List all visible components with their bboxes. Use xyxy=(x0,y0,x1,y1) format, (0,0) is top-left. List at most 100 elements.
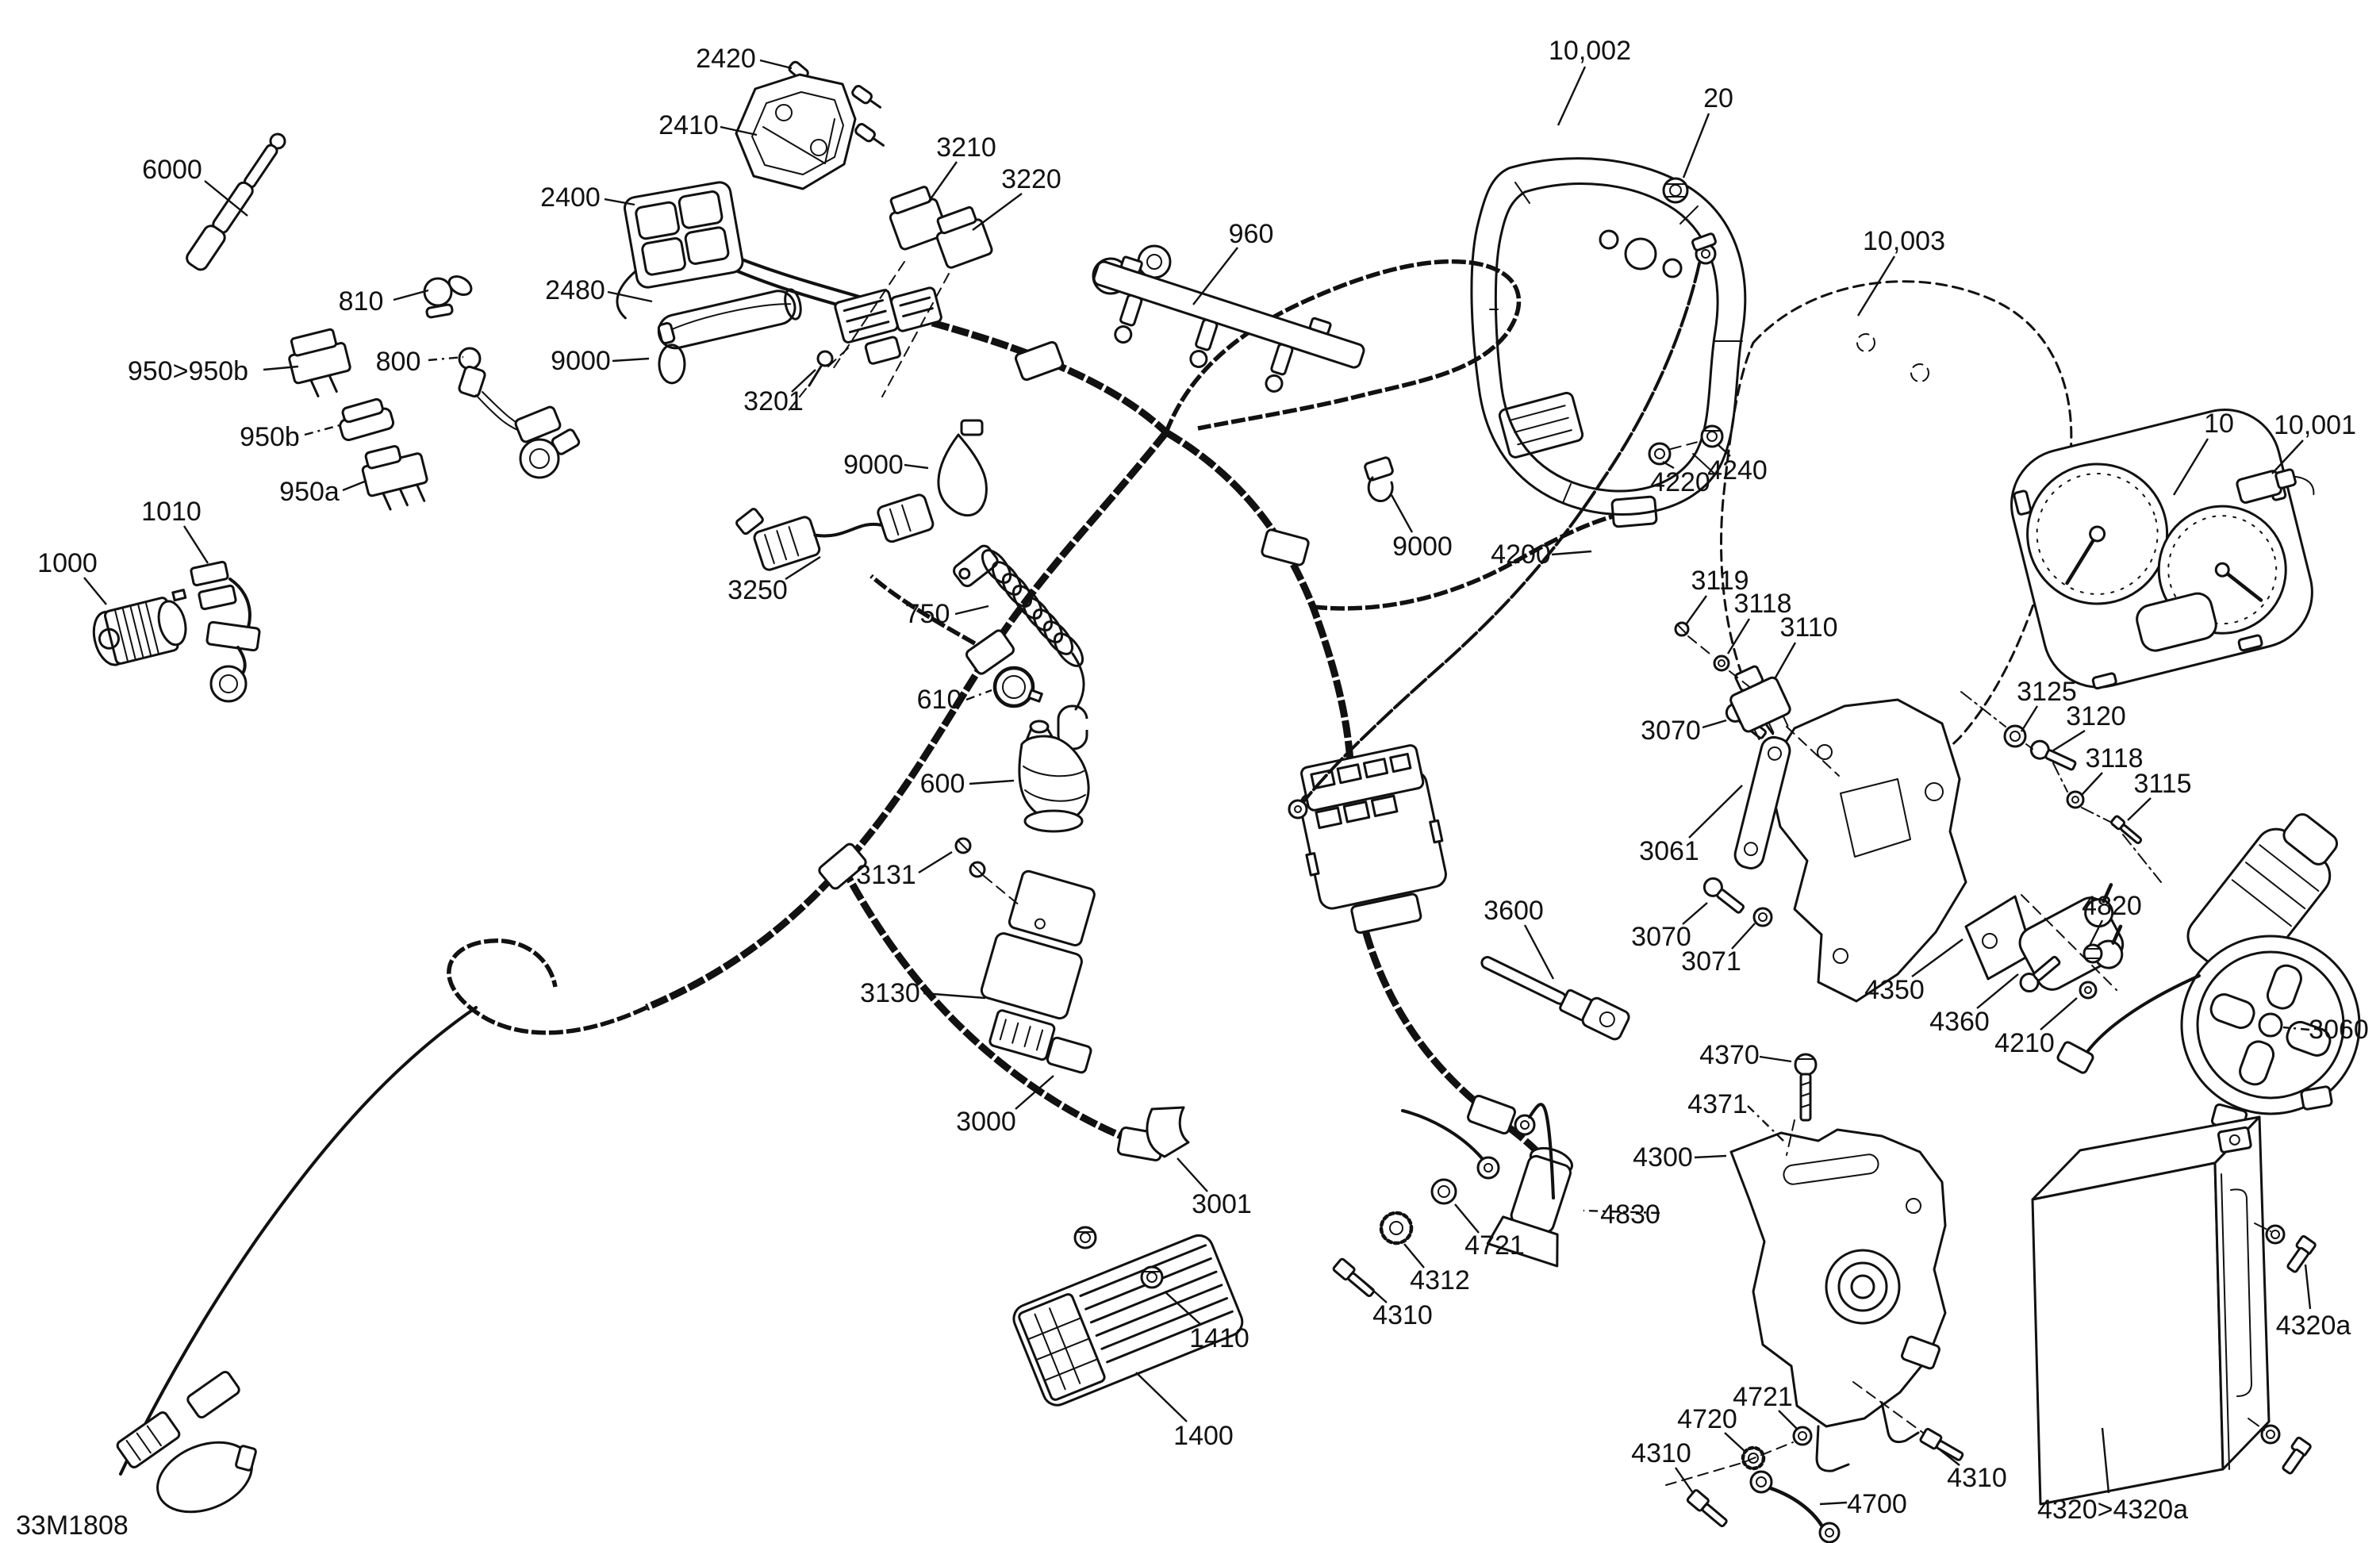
part-label-4310: 4310 xyxy=(1947,1463,2007,1493)
leader-line-4320>4320a xyxy=(2101,1427,2110,1494)
part-label-3125: 3125 xyxy=(2017,677,2077,707)
switch-cap-950b xyxy=(339,397,395,442)
part-label-10,001: 10,001 xyxy=(2274,410,2356,440)
leader-line-3115 xyxy=(2127,797,2152,821)
bolt-3070-lower xyxy=(1702,877,1745,914)
leader-line-3071 xyxy=(1731,923,1756,950)
leader-line-3125 xyxy=(2020,705,2039,732)
leader-line-2410 xyxy=(720,125,758,136)
battery-bracket-4300 xyxy=(1729,1128,1947,1472)
part-label-4371: 4371 xyxy=(1687,1089,1748,1119)
part-label-3119: 3119 xyxy=(1691,566,1749,596)
clamp-9000-c xyxy=(1364,456,1394,503)
document-code: 33M1808 xyxy=(16,1510,129,1541)
part-label-3001: 3001 xyxy=(1192,1189,1252,1219)
washer-3071 xyxy=(1752,907,1773,927)
part-label-4721: 4721 xyxy=(1464,1230,1525,1261)
bulb-holder-810 xyxy=(423,275,473,319)
terminal-boot-4830 xyxy=(1486,1146,1573,1268)
dess-post-600 xyxy=(1018,720,1090,833)
leader-line-750 xyxy=(954,605,989,616)
leader-line-3070 xyxy=(1682,902,1708,925)
fastener-3119-3118 xyxy=(1674,621,1730,672)
part-label-4700: 4700 xyxy=(1847,1489,1907,1519)
leader-line-1010 xyxy=(182,525,209,564)
fuse-3220 xyxy=(935,205,993,269)
part-label-1000: 1000 xyxy=(37,548,98,578)
part-label-3120: 3120 xyxy=(2066,701,2126,731)
fuse-box xyxy=(1299,744,1447,935)
battery-bolts-4320a xyxy=(2260,1224,2317,1475)
bolt-4310-c xyxy=(1332,1257,1375,1298)
injector-rail-960 xyxy=(1092,244,1365,393)
leader-line-4320a xyxy=(2304,1264,2312,1310)
part-label-10: 10 xyxy=(2204,409,2234,439)
part-label-1010: 1010 xyxy=(141,497,202,527)
leader-line-3250 xyxy=(785,555,821,581)
ground-strap-4700 xyxy=(1749,1470,1841,1543)
retaining-ring-610 xyxy=(992,666,1043,708)
leader-line-610 xyxy=(965,689,992,701)
leader-line-4312 xyxy=(1403,1243,1425,1269)
leader-line-4220 xyxy=(1662,460,1675,470)
part-label-800: 800 xyxy=(376,347,421,377)
part-label-610: 610 xyxy=(917,685,962,715)
part-label-20: 20 xyxy=(1703,83,1733,113)
part-label-3131: 3131 xyxy=(856,860,916,890)
steering-bracket xyxy=(1766,698,1967,1003)
clamp-9000-b xyxy=(937,419,988,517)
leader-line-3201 xyxy=(791,369,816,393)
part-label-3060: 3060 xyxy=(2309,1015,2369,1045)
stacked-connectors xyxy=(834,286,942,365)
temp-sensor-3600 xyxy=(1480,956,1630,1041)
leader-line-4300 xyxy=(1694,1154,1727,1159)
leader-line-4721 xyxy=(1454,1203,1480,1234)
ground-fasteners xyxy=(1332,1109,1500,1298)
harness-connector-stubs xyxy=(818,340,1658,1161)
part-label-600: 600 xyxy=(920,769,965,799)
screws-3131 xyxy=(954,837,986,878)
leader-line-9000 xyxy=(904,463,929,470)
bracket-arm-3061 xyxy=(1733,735,1791,869)
screw-3201 xyxy=(808,350,834,387)
battery-4320 xyxy=(2031,1115,2271,1506)
part-label-1400: 1400 xyxy=(1173,1421,1234,1451)
part-label-750: 750 xyxy=(905,599,950,629)
cable-ring-terminal xyxy=(1514,1103,1555,1199)
part-label-950>950b: 950>950b xyxy=(128,356,248,386)
part-label-2400: 2400 xyxy=(540,182,601,213)
part-label-950b: 950b xyxy=(240,422,300,452)
part-label-4310: 4310 xyxy=(1631,1438,1691,1468)
leader-line-3000 xyxy=(1015,1075,1054,1110)
leader-line-3110 xyxy=(1774,642,1797,678)
leader-line-3060 xyxy=(2282,1026,2310,1031)
ecu-1400 xyxy=(1012,1234,1244,1407)
outlet-harness-1010 xyxy=(190,560,261,703)
leader-line-2480 xyxy=(607,290,653,303)
leader-line-10,002 xyxy=(1557,66,1587,126)
gauge-bezel-10002 xyxy=(1470,157,1747,516)
part-label-3201: 3201 xyxy=(743,386,804,416)
leader-line-3131 xyxy=(918,850,953,874)
part-label-4720: 4720 xyxy=(1677,1404,1737,1434)
part-label-4360: 4360 xyxy=(1929,1007,1990,1037)
leader-line-3118 xyxy=(2081,772,2103,796)
leader-line-950>950b xyxy=(263,365,299,371)
leader-line-1000 xyxy=(83,577,107,605)
part-label-2420: 2420 xyxy=(696,44,756,74)
leader-line-4371 xyxy=(1747,1105,1786,1143)
part-label-4312: 4312 xyxy=(1410,1265,1470,1295)
relay-module-3130 xyxy=(980,869,1096,1074)
part-label-3071: 3071 xyxy=(1681,946,1741,977)
leader-line-3220 xyxy=(972,193,1023,231)
leader-line-600 xyxy=(969,779,1015,785)
part-label-3600: 3600 xyxy=(1484,896,1544,926)
switch-housing-2410 xyxy=(735,73,857,190)
leader-line-4310 xyxy=(1675,1467,1694,1494)
part-label-10,003: 10,003 xyxy=(1863,226,1945,256)
part-label-4820: 4820 xyxy=(2082,891,2142,921)
washer-4210 xyxy=(2079,981,2098,1000)
test-cable-6000 xyxy=(186,132,286,271)
